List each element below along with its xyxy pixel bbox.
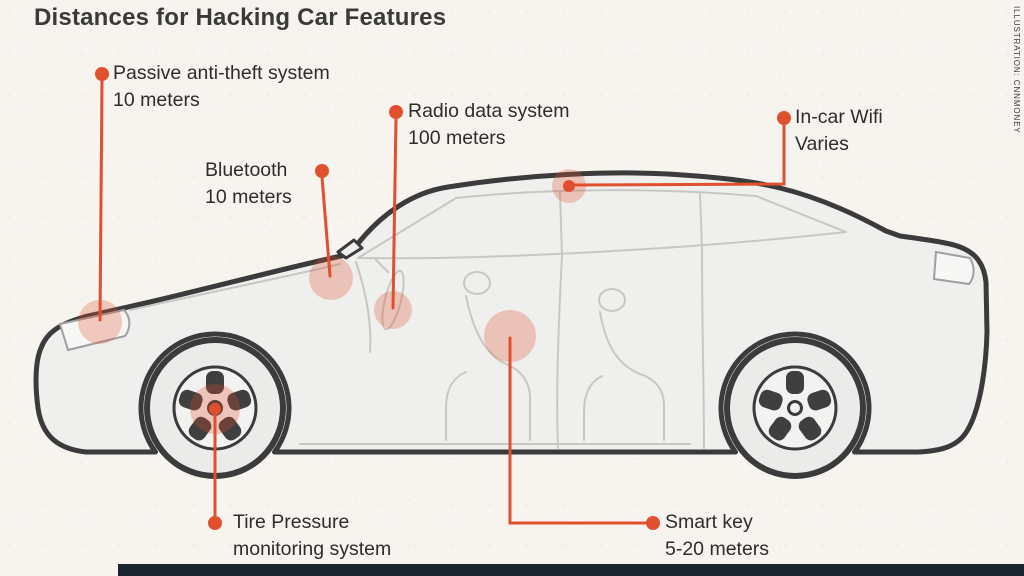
- dot-target-tire-pressure: [209, 403, 221, 415]
- callout-name: Tire Pressure: [233, 511, 350, 533]
- car-body: [33, 170, 990, 455]
- callout-tire-pressure: Tire Pressure monitoring system: [233, 509, 391, 563]
- callout-name: Passive anti-theft system: [113, 62, 330, 84]
- rear-wheel: [724, 337, 866, 479]
- dot-in-car-wifi: [777, 111, 791, 125]
- callout-detail: 5-20 meters: [665, 538, 770, 560]
- callout-detail: 10 meters: [113, 89, 200, 111]
- headlight: [58, 308, 131, 352]
- line-passive-anti-theft: [98, 78, 104, 322]
- dot-passive-anti-theft: [95, 67, 109, 81]
- line-bluetooth: [320, 175, 332, 278]
- callout-in-car-wifi: In-car Wifi Varies: [795, 104, 883, 158]
- car-interior-details: [129, 189, 847, 449]
- callout-lines: [98, 78, 786, 525]
- callout-dots: [95, 67, 791, 530]
- callout-name: In-car Wifi: [795, 106, 883, 128]
- line-in-car-wifi: [572, 122, 786, 187]
- callout-radio-data-system: Radio data system 100 meters: [408, 98, 570, 152]
- side-mirror: [336, 238, 364, 260]
- target-smart-key: [484, 310, 536, 362]
- callout-name: Bluetooth: [205, 159, 288, 181]
- callout-smart-key: Smart key 5-20 meters: [665, 509, 769, 563]
- line-radio-data-system: [391, 116, 398, 310]
- footer-bar: [118, 564, 1024, 576]
- dot-smart-key: [646, 516, 660, 530]
- dot-radio-data-system: [389, 105, 403, 119]
- callout-detail: 100 meters: [408, 127, 506, 149]
- callout-targets: [78, 169, 586, 434]
- callout-bluetooth: Bluetooth 10 meters: [205, 157, 292, 211]
- callout-detail: Varies: [795, 133, 849, 155]
- illustration-credit: ILLUSTRATION: CNNMONEY: [1012, 6, 1021, 134]
- target-passive-anti-theft: [78, 300, 122, 344]
- dot-target-in-car-wifi: [563, 180, 575, 192]
- line-smart-key: [508, 336, 648, 525]
- callout-name: Radio data system: [408, 100, 570, 122]
- target-bluetooth: [309, 256, 353, 300]
- page-title: Distances for Hacking Car Features: [34, 4, 447, 31]
- taillight: [932, 250, 975, 286]
- dot-bluetooth: [315, 164, 329, 178]
- callout-name: Smart key: [665, 511, 753, 533]
- callout-detail: monitoring system: [233, 538, 392, 560]
- callout-detail: 10 meters: [205, 186, 292, 208]
- dot-tire-pressure: [208, 516, 222, 530]
- callout-passive-anti-theft: Passive anti-theft system 10 meters: [113, 60, 330, 114]
- target-radio-data-system: [374, 291, 412, 329]
